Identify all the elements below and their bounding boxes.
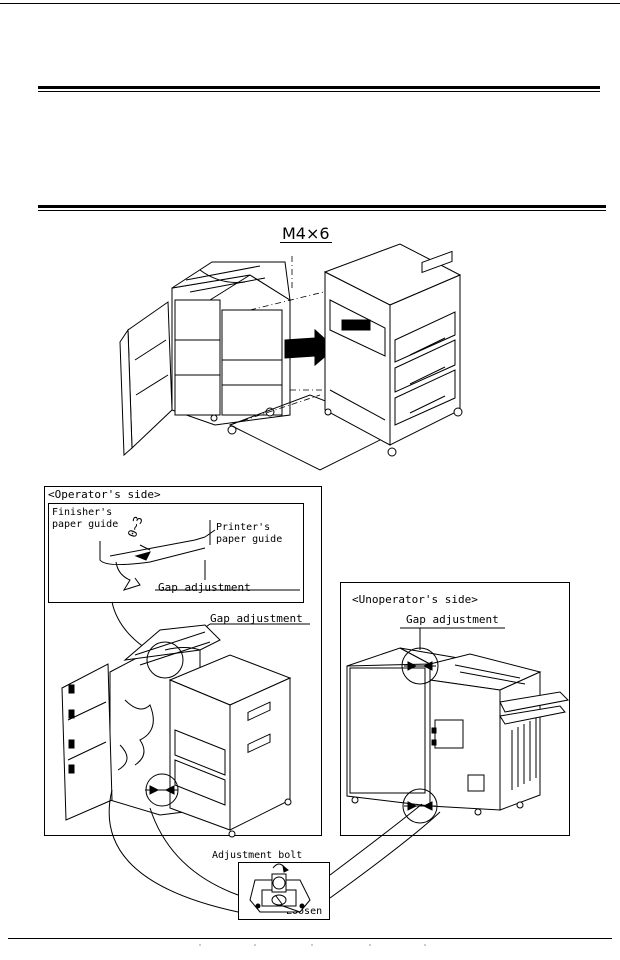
gap-adjustment-label-operator: Gap adjustment <box>210 612 303 625</box>
header-rule <box>0 3 620 4</box>
unoperator-side-title: <Unoperator's side> <box>352 593 478 606</box>
finisher-guide-label: Finisher's paper guide <box>52 507 119 530</box>
section-rule-1 <box>38 86 600 92</box>
loosen-label: Loosen <box>286 906 323 917</box>
paper-guide-detail-inset <box>48 503 304 603</box>
adjustment-bolt-detail <box>238 862 330 920</box>
printer-unit-drawing <box>323 243 463 457</box>
footer-rule <box>8 938 612 939</box>
adjustment-bolt-label: Adjustment bolt <box>212 850 303 861</box>
operator-side-title: <Operator's side> <box>48 488 161 501</box>
unoperator-side-panel <box>340 582 570 836</box>
gap-adjustment-label-detail: Gap adjustment <box>158 581 251 594</box>
printer-guide-label: Printer's paper guide <box>216 522 283 545</box>
finisher-unit-drawing <box>119 261 291 457</box>
gap-adjustment-label-unoperator: Gap adjustment <box>406 613 499 626</box>
screw-callout: M4×6 <box>280 224 332 243</box>
operator-side-panel <box>44 486 322 836</box>
section-rule-2 <box>38 205 606 211</box>
